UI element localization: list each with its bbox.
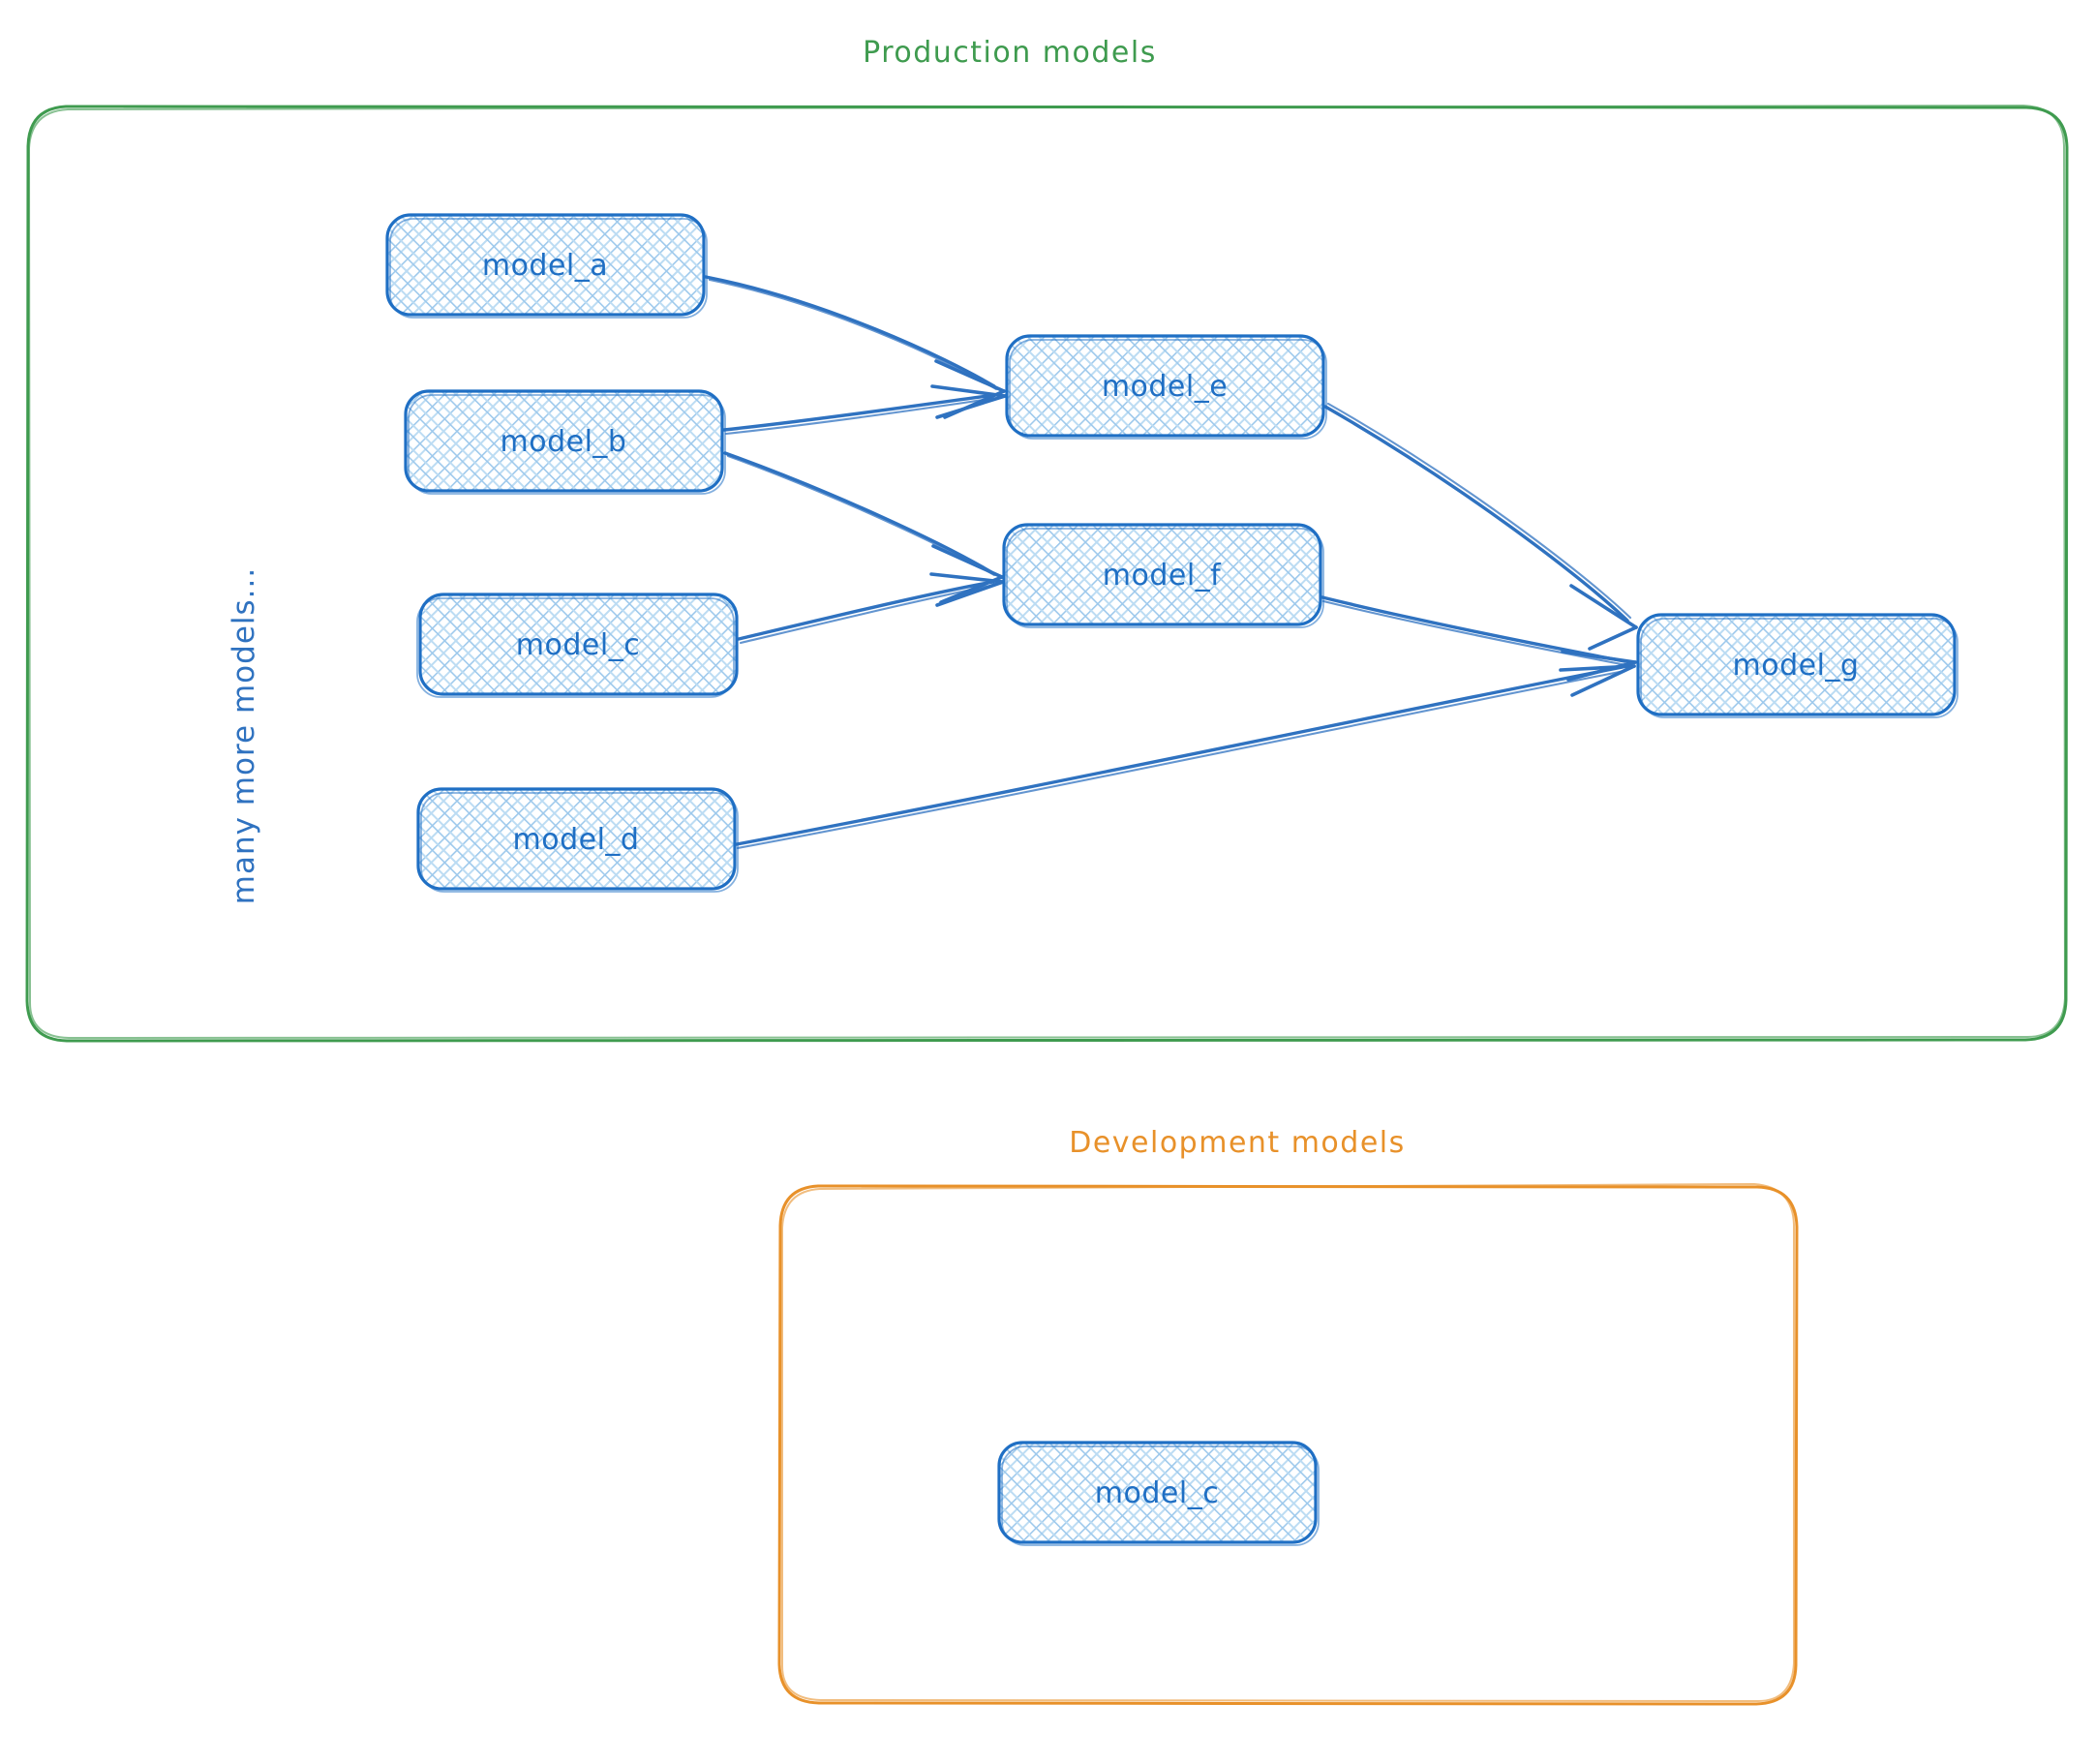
node-model_b-fill2 bbox=[406, 391, 722, 491]
cluster-production-border bbox=[25, 105, 2069, 1043]
node-model_b-border-2 bbox=[408, 394, 726, 495]
cluster-development bbox=[777, 1182, 1799, 1706]
node-model_b-border bbox=[404, 389, 724, 493]
node-model_c-border bbox=[418, 593, 739, 696]
edge-model_e-model_g bbox=[1323, 402, 1638, 651]
edge-model_d-model_g bbox=[735, 664, 1636, 850]
node-model_d-border bbox=[416, 787, 737, 891]
node-model_f-border-2 bbox=[1006, 528, 1324, 628]
node-model_c-label: model_c bbox=[516, 628, 640, 662]
node-model_g-border-2 bbox=[1640, 618, 1958, 718]
node-model_c-dev-border-2 bbox=[1001, 1445, 1320, 1546]
node-model_f-label: model_f bbox=[1103, 559, 1222, 593]
node-model_f-fill2 bbox=[1004, 525, 1321, 624]
cluster-development-label: Development models bbox=[1069, 1126, 1406, 1160]
node-model_a-fill2 bbox=[387, 215, 704, 315]
node-model_d-border-2 bbox=[420, 792, 739, 893]
node-model_e-label: model_e bbox=[1102, 370, 1228, 404]
node-model_g[interactable]: model_g bbox=[1636, 613, 1958, 718]
node-model_a-border-2 bbox=[389, 218, 708, 319]
node-model_c-dev[interactable]: model_c bbox=[997, 1441, 1320, 1546]
node-model_c-dev-label: model_c bbox=[1095, 1476, 1219, 1510]
node-model_a-label: model_a bbox=[482, 249, 608, 283]
node-model_c[interactable]: model_c bbox=[416, 593, 739, 698]
node-model_c-border-2 bbox=[416, 597, 735, 698]
node-model_d-label: model_d bbox=[513, 823, 640, 857]
node-model_a[interactable]: model_a bbox=[385, 213, 708, 319]
node-model_f[interactable]: model_f bbox=[1002, 523, 1324, 628]
node-model_e-fill2 bbox=[1007, 336, 1323, 436]
node-model_e[interactable]: model_e bbox=[1005, 334, 1327, 440]
edges-group bbox=[704, 275, 1638, 850]
node-model_b[interactable]: model_b bbox=[404, 389, 726, 495]
node-model_c-dev-border bbox=[997, 1441, 1318, 1544]
node-model_d-fill2 bbox=[418, 789, 735, 889]
node-model_g-border bbox=[1636, 613, 1957, 716]
node-model_c-fill2 bbox=[420, 594, 737, 694]
edge-model_b-model_f bbox=[723, 451, 1004, 604]
cluster-development-border-2 bbox=[781, 1182, 1795, 1703]
node-model_g-fill2 bbox=[1638, 615, 1955, 715]
node-model_f-border bbox=[1002, 523, 1322, 626]
edge-model_c-model_f bbox=[737, 572, 1005, 645]
node-model_g-label: model_g bbox=[1733, 649, 1860, 683]
node-model_e-border bbox=[1005, 334, 1325, 438]
cluster-production-border-2 bbox=[27, 104, 2067, 1040]
cluster-development-border bbox=[777, 1184, 1799, 1706]
node-model_c-dev-fill2 bbox=[999, 1443, 1316, 1542]
node-model_a-border bbox=[385, 213, 706, 317]
edge-model_a-model_e bbox=[704, 275, 1006, 419]
cluster-production bbox=[25, 104, 2069, 1043]
annotation-many-more-models: many more models... bbox=[227, 567, 261, 904]
node-model_e-border-2 bbox=[1009, 339, 1327, 440]
edge-model_b-model_e bbox=[722, 384, 1007, 436]
node-model_d[interactable]: model_d bbox=[416, 787, 739, 893]
cluster-production-label: Production models bbox=[863, 36, 1157, 70]
node-model_b-label: model_b bbox=[501, 425, 627, 459]
